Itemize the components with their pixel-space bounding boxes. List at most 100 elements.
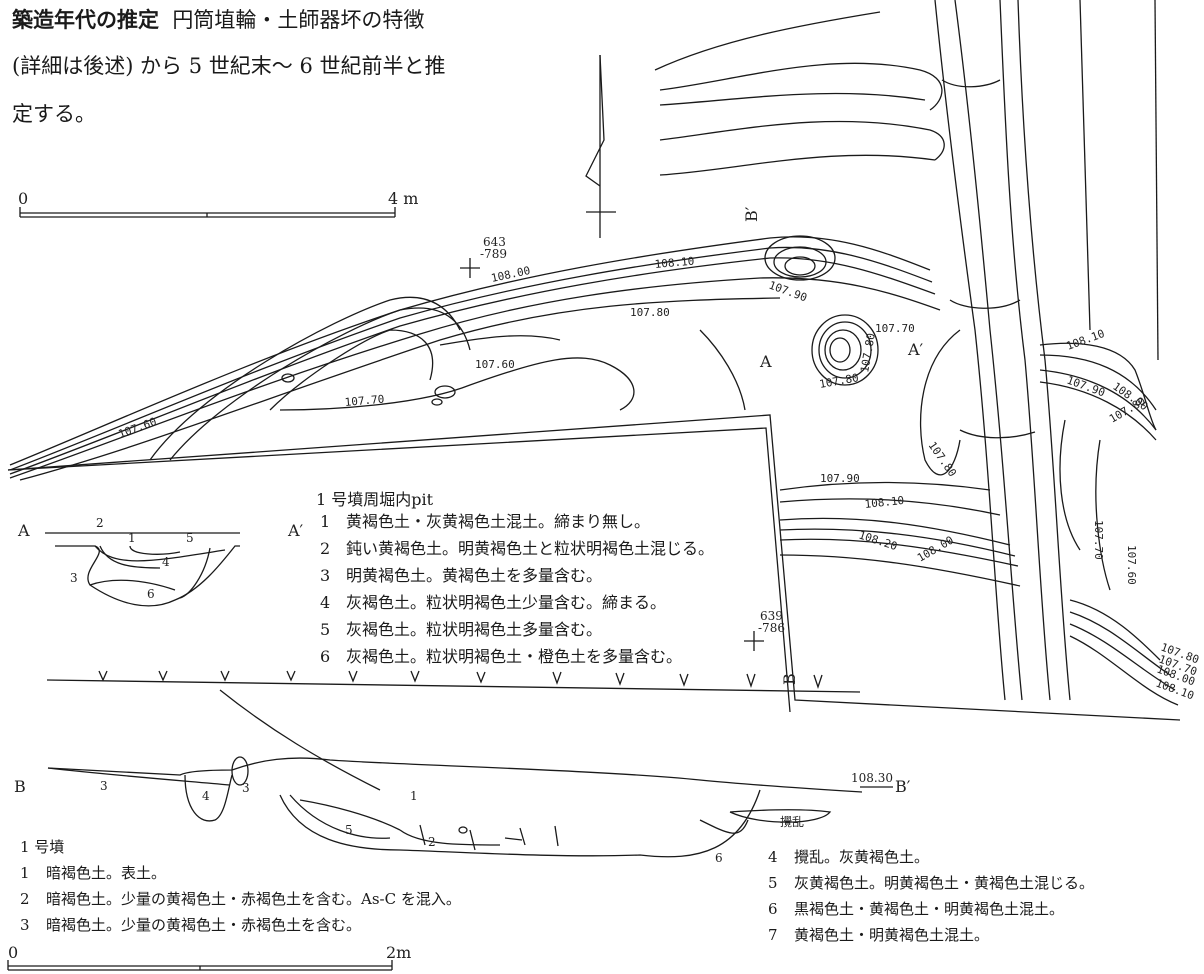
contour-label: 107.60 (475, 358, 515, 371)
legend-item-number: 4 (768, 848, 778, 866)
contour-label: 108.10 (1065, 327, 1107, 353)
legend-item-number: 4 (320, 593, 331, 612)
b-layer-number: 2 (428, 835, 436, 849)
legend-item-text: 黒褐色土・黄褐色土・明黄褐色土混土。 (794, 900, 1065, 918)
legend-item-text: 暗褐色土。少量の黄褐色土・赤褐色土を含む。As-C を混入。 (46, 890, 461, 908)
intro-line-2: (詳細は後述) から 5 世紀末〜 6 世紀前半と推 (12, 54, 446, 78)
legend-item-text: 灰褐色土。粒状明褐色土・橙色土を多量含む。 (346, 647, 683, 666)
legend-item-text: 灰黄褐色土。明黄褐色土・黄褐色土混じる。 (794, 874, 1095, 892)
section-a-prime-label: A′ (907, 340, 924, 359)
legend-item-text: 灰褐色土。粒状明褐色土少量含む。締まる。 (346, 593, 667, 612)
contour-label: 107.60 (1125, 545, 1138, 585)
pit-section-right-label: A′ (287, 521, 304, 540)
legend-item-text: 明黄褐色土。黄褐色土を多量含む。 (346, 566, 603, 585)
legend-item-text: 鈍い黄褐色土。明黄褐色土と粒状明褐色土混じる。 (346, 539, 715, 558)
contour-label: 107.80 (858, 332, 878, 373)
pit-layer-number: 2 (96, 516, 104, 530)
contour-label: 107.90 (1065, 374, 1107, 400)
moat-contours (9, 236, 1179, 706)
mound-legend-title: 1 号墳 (20, 838, 65, 856)
intro-text-1: 円筒埴輪・土師器坏の特徴 (172, 8, 425, 32)
pit-section-left-label: A (17, 521, 30, 540)
legend-item-text: 攪乱。灰黄褐色土。 (794, 848, 930, 866)
legend-item-number: 6 (768, 900, 778, 918)
legend-item-text: 暗褐色土。少量の黄褐色土・赤褐色土を含む。 (46, 916, 362, 934)
pit-layer-number: 3 (70, 571, 78, 585)
contour-label: 107.90 (767, 279, 809, 305)
contour-label: 108.00 (915, 533, 956, 564)
legend-item: 2 暗褐色土。少量の黄褐色土・赤褐色土を含む。As-C を混入。 (20, 886, 461, 912)
legend-item-text: 黄褐色土・明黄褐色土混土。 (794, 926, 990, 944)
contour-label: 107.80 (926, 439, 959, 479)
legend-item: 5 灰黄褐色土。明黄褐色土・黄褐色土混じる。 (768, 870, 1094, 896)
legend-item: 2 鈍い黄褐色土。明黄褐色土と粒状明褐色土混じる。 (320, 535, 714, 562)
disturbance-label: 攪乱 (780, 815, 804, 829)
pit-section-drawing (45, 532, 240, 607)
b-section-right-label: B′ (895, 777, 911, 796)
grid-cross-icon (744, 631, 764, 651)
contour-label: 107.80 (818, 371, 859, 391)
b-layer-number: 4 (202, 789, 210, 803)
trench-outline (934, 0, 1159, 701)
legend-item-number: 5 (768, 874, 778, 892)
legend-item-number: 6 (320, 647, 331, 666)
legend-item-number: 2 (20, 890, 30, 908)
b-layer-number: 1 (410, 789, 418, 803)
b-layer-number: 3 (242, 781, 250, 795)
intro-line-3: 定する。 (12, 102, 96, 126)
intro-heading: 築造年代の推定 (12, 8, 159, 32)
scale-start-label: 0 (18, 189, 28, 208)
legend-item: 6 黒褐色土・黄褐色土・明黄褐色土混土。 (768, 896, 1094, 922)
legend-item-number: 3 (320, 566, 331, 585)
scale-bar-icon (7, 960, 393, 971)
legend-item-number: 2 (320, 539, 331, 558)
pit-layer-number: 5 (186, 531, 194, 545)
section-a-label: A (759, 352, 772, 371)
legend-item: 7 黄褐色土・明黄褐色土混土。 (768, 922, 1094, 948)
north-arrow-icon (585, 54, 616, 238)
contour-label: 107.70 (344, 393, 385, 409)
b-section-left-label: B (14, 777, 26, 796)
legend-item: 4 攪乱。灰黄褐色土。 (768, 844, 1094, 870)
pit-legend-title: 1 号墳周堀内pit (316, 490, 434, 509)
scale-end-label: 2m (386, 943, 411, 962)
section-b-prime-label: B′ (742, 206, 761, 222)
legend-item: 6 灰褐色土。粒状明褐色土・橙色土を多量含む。 (320, 643, 714, 670)
b-section-drawing (46, 670, 893, 858)
legend-item-text: 黄褐色土・灰黄褐色土混土。締まり無し。 (346, 512, 651, 531)
legend-item: 3 暗褐色土。少量の黄褐色土・赤褐色土を含む。 (20, 912, 461, 938)
pit-legend: 1 黄褐色土・灰黄褐色土混土。締まり無し。 2 鈍い黄褐色土。明黄褐色土と粒状明褐色土… (320, 508, 714, 670)
mound-legend-right: 4 攪乱。灰黄褐色土。 5 灰黄褐色土。明黄褐色土・黄褐色土混じる。 6 黒褐色土・黄褐色… (768, 844, 1094, 948)
scale-start-label: 0 (8, 943, 18, 962)
contour-label: 107.70 (1092, 520, 1105, 560)
contour-label: 108.10 (864, 494, 905, 511)
legend-item-text: 灰褐色土。粒状明褐色土多量含む。 (346, 620, 603, 639)
contour-label: 107.80 (630, 306, 670, 319)
legend-item-number: 3 (20, 916, 30, 934)
legend-item: 3 明黄褐色土。黄褐色土を多量含む。 (320, 562, 714, 589)
legend-item-number: 1 (320, 512, 331, 531)
legend-item: 5 灰褐色土。粒状明褐色土多量含む。 (320, 616, 714, 643)
intro-line-1: 築造年代の推定 円筒埴輪・土師器坏の特徴 (12, 6, 424, 34)
upper-ditch-outline (654, 11, 945, 176)
pit-outline (764, 235, 879, 386)
b-layer-number: 5 (345, 823, 353, 837)
grid-label: 643 (483, 235, 506, 249)
legend-item: 4 灰褐色土。粒状明褐色土少量含む。締まる。 (320, 589, 714, 616)
legend-item-number: 5 (320, 620, 331, 639)
b-section-elevation-label: 108.30 (851, 771, 893, 785)
grid-cross-icon (460, 258, 480, 278)
grid-label: 639 (760, 609, 783, 623)
legend-item-text: 暗褐色土。表土。 (46, 864, 167, 882)
pit-layer-number: 4 (162, 555, 170, 569)
legend-item: 1 黄褐色土・灰黄褐色土混土。締まり無し。 (320, 508, 714, 535)
section-b-label: B (780, 673, 799, 685)
grid-label: -786 (758, 621, 785, 635)
b-layer-number: 3 (100, 779, 108, 793)
legend-item-number: 7 (768, 926, 778, 944)
legend-item-number: 1 (20, 864, 30, 882)
artifact-icon (281, 373, 456, 406)
scale-bar-icon (19, 207, 396, 218)
